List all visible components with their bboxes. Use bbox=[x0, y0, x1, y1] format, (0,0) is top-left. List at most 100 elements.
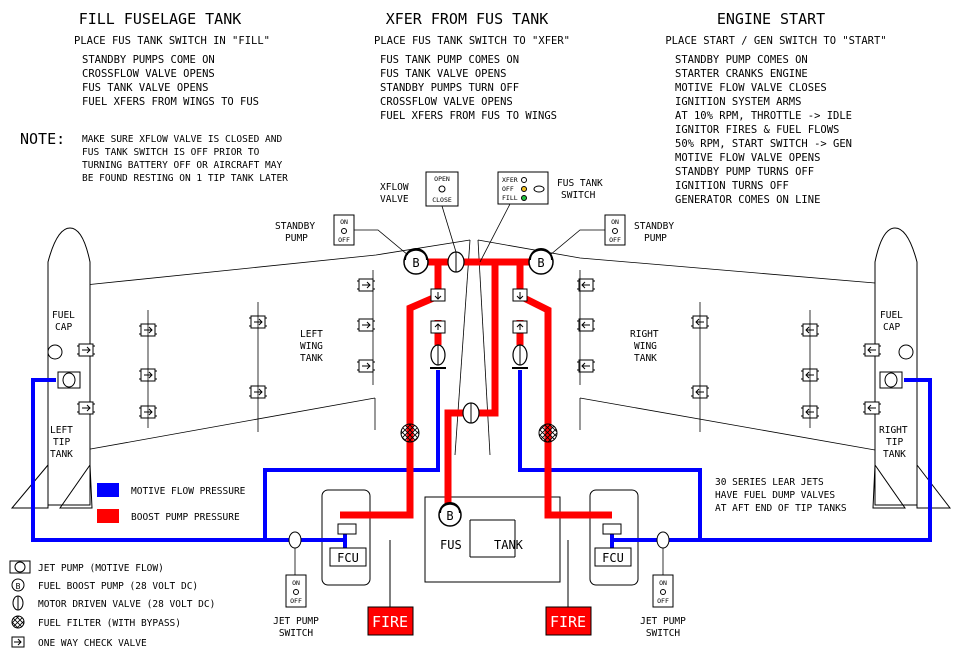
left-fire-box bbox=[367, 606, 414, 636]
right-wing-tank-label: WING bbox=[634, 341, 657, 352]
key-label: FUEL BOOST PUMP (28 VOLT DC) bbox=[38, 581, 198, 592]
jet-pump-icon bbox=[9, 560, 31, 574]
left-wing-tank-label: TANK bbox=[300, 353, 323, 364]
right-jet-pump-label: SWITCH bbox=[646, 628, 681, 639]
left-fcu-jet-pump bbox=[337, 523, 357, 535]
left-standby-pump: B bbox=[403, 248, 429, 275]
right-fuel-cap-label: CAP bbox=[883, 322, 900, 333]
right-standby-label: PUMP bbox=[644, 233, 667, 244]
fus-switch-fill: FILL bbox=[502, 194, 518, 202]
check-valve-icon bbox=[863, 401, 881, 415]
left-fuel-cap-label: CAP bbox=[55, 322, 72, 333]
right-fcu-label: FCU bbox=[602, 551, 624, 565]
switch-on-label: ON bbox=[611, 218, 619, 226]
fus-tank-switch-label: FUS TANK bbox=[557, 178, 603, 189]
start-line: IGNITION SYSTEM ARMS bbox=[675, 96, 801, 108]
note-block: NOTE: MAKE SURE XFLOW VALVE IS CLOSED AN… bbox=[20, 130, 288, 184]
start-title: ENGINE START bbox=[717, 10, 825, 28]
left-jet-pump-switch[interactable]: ON OFF bbox=[285, 574, 307, 608]
right-fire-box bbox=[545, 606, 592, 636]
fus-switch-off: OFF bbox=[502, 185, 514, 193]
fus-label: FUS bbox=[440, 538, 462, 552]
right-standby-pump-switch[interactable]: ON OFF bbox=[604, 214, 626, 246]
key-label: ONE WAY CHECK VALVE bbox=[38, 638, 147, 649]
tip-note-line: 30 SERIES LEAR JETS bbox=[715, 477, 824, 488]
note-line: TURNING BATTERY OFF OR AIRCRAFT MAY bbox=[82, 160, 282, 171]
start-line: 50% RPM, START SWITCH -> GEN bbox=[675, 138, 852, 150]
left-jet-pump-label: SWITCH bbox=[279, 628, 314, 639]
check-valve-icon bbox=[357, 359, 375, 373]
left-tip-tank bbox=[10, 227, 93, 509]
fuel-filter-icon bbox=[11, 615, 25, 629]
switch-off-label: OFF bbox=[609, 236, 621, 244]
start-line: STANDBY PUMP COMES ON bbox=[675, 54, 808, 66]
fill-line: CROSSFLOW VALVE OPENS bbox=[82, 68, 215, 80]
right-fuel-filter bbox=[538, 423, 558, 443]
xfer-line: FUEL XFERS FROM FUS TO WINGS bbox=[380, 110, 557, 122]
xfer-line: STANDBY PUMPS TURN OFF bbox=[380, 82, 519, 94]
pump-letter: B bbox=[537, 256, 544, 270]
switch-off-label: OFF bbox=[657, 597, 669, 605]
motive-flow-lines bbox=[31, 370, 932, 556]
indicator-light-icon bbox=[521, 195, 527, 201]
right-tip-jet-pump bbox=[879, 371, 903, 389]
left-fcu bbox=[329, 547, 367, 567]
xfer-title: XFER FROM FUS TANK bbox=[386, 10, 549, 28]
wing-ribs bbox=[147, 270, 811, 432]
fus-tank-valve bbox=[462, 402, 480, 424]
right-tip-tank bbox=[872, 227, 952, 509]
note-line: FUS TANK SWITCH IS OFF PRIOR TO bbox=[82, 147, 260, 158]
boost-pump-icon: B bbox=[11, 578, 25, 592]
toggle-icon bbox=[438, 185, 446, 193]
check-valve-icon bbox=[357, 318, 375, 332]
xfer-line: CROSSFLOW VALVE OPENS bbox=[380, 96, 513, 108]
boost-legend-label: BOOST PUMP PRESSURE bbox=[131, 512, 240, 523]
symbol-key: JET PUMP (MOTIVE FLOW) B FUEL BOOST PUMP… bbox=[9, 560, 215, 649]
start-line: MOTIVE FLOW VALVE CLOSES bbox=[675, 82, 827, 94]
motor-valve-icon bbox=[12, 595, 24, 611]
right-jet-pump-switch[interactable]: ON OFF bbox=[652, 574, 674, 608]
svg-text:B: B bbox=[16, 582, 21, 591]
right-tip-tank-label: RIGHT bbox=[879, 425, 908, 436]
right-standby-label: STANDBY bbox=[634, 221, 674, 232]
switch-on-label: ON bbox=[292, 579, 300, 587]
fire-lines bbox=[389, 540, 569, 607]
right-wing-tank-label: RIGHT bbox=[630, 329, 659, 340]
note-line: MAKE SURE XFLOW VALVE IS CLOSED AND bbox=[82, 134, 282, 145]
fill-line: FUS TANK VALVE OPENS bbox=[82, 82, 208, 94]
left-fuel-filter bbox=[400, 423, 420, 443]
switch-off-label: OFF bbox=[338, 236, 350, 244]
motive-legend-label: MOTIVE FLOW PRESSURE bbox=[131, 486, 246, 497]
left-jet-pump-label: JET PUMP bbox=[273, 616, 319, 627]
toggle-icon bbox=[341, 228, 347, 234]
right-fuel-cap bbox=[898, 344, 914, 360]
xfer-line: FUS TANK VALVE OPENS bbox=[380, 68, 506, 80]
start-subtitle: PLACE START / GEN SWITCH TO "START" bbox=[665, 35, 886, 47]
right-tip-tank-label: TANK bbox=[883, 449, 906, 460]
engine-start-section: ENGINE START PLACE START / GEN SWITCH TO… bbox=[665, 10, 886, 206]
check-valve-icon bbox=[863, 343, 881, 357]
check-valve-icon bbox=[577, 318, 595, 332]
check-valve-icon bbox=[357, 278, 375, 292]
left-standby-pump-switch[interactable]: ON OFF bbox=[333, 214, 355, 246]
fill-title: FILL FUSELAGE TANK bbox=[79, 10, 242, 28]
switch-on-label: ON bbox=[659, 579, 667, 587]
xfer-line: FUS TANK PUMP COMES ON bbox=[380, 54, 519, 66]
fill-line: STANDBY PUMPS COME ON bbox=[82, 54, 215, 66]
indicator-light-icon bbox=[521, 177, 527, 183]
xflow-switch[interactable]: OPEN CLOSE bbox=[425, 171, 459, 207]
right-jet-pump-label: JET PUMP bbox=[640, 616, 686, 627]
pump-letter: B bbox=[412, 256, 419, 270]
xfer-section: XFER FROM FUS TANK PLACE FUS TANK SWITCH… bbox=[374, 10, 570, 122]
right-jet-pump-valve bbox=[656, 531, 670, 549]
fus-tank-switch[interactable]: XFER OFF FILL bbox=[497, 171, 549, 205]
boost-swatch bbox=[97, 509, 119, 523]
start-line: IGNITOR FIRES & FUEL FLOWS bbox=[675, 124, 839, 136]
right-fire-label: FIRE bbox=[550, 613, 586, 631]
right-fuel-cap-label: FUEL bbox=[880, 310, 903, 321]
start-line: MOTIVE FLOW VALVE OPENS bbox=[675, 152, 820, 164]
boost-pump-lines bbox=[340, 258, 612, 519]
left-wing-tank-label: WING bbox=[300, 341, 323, 352]
